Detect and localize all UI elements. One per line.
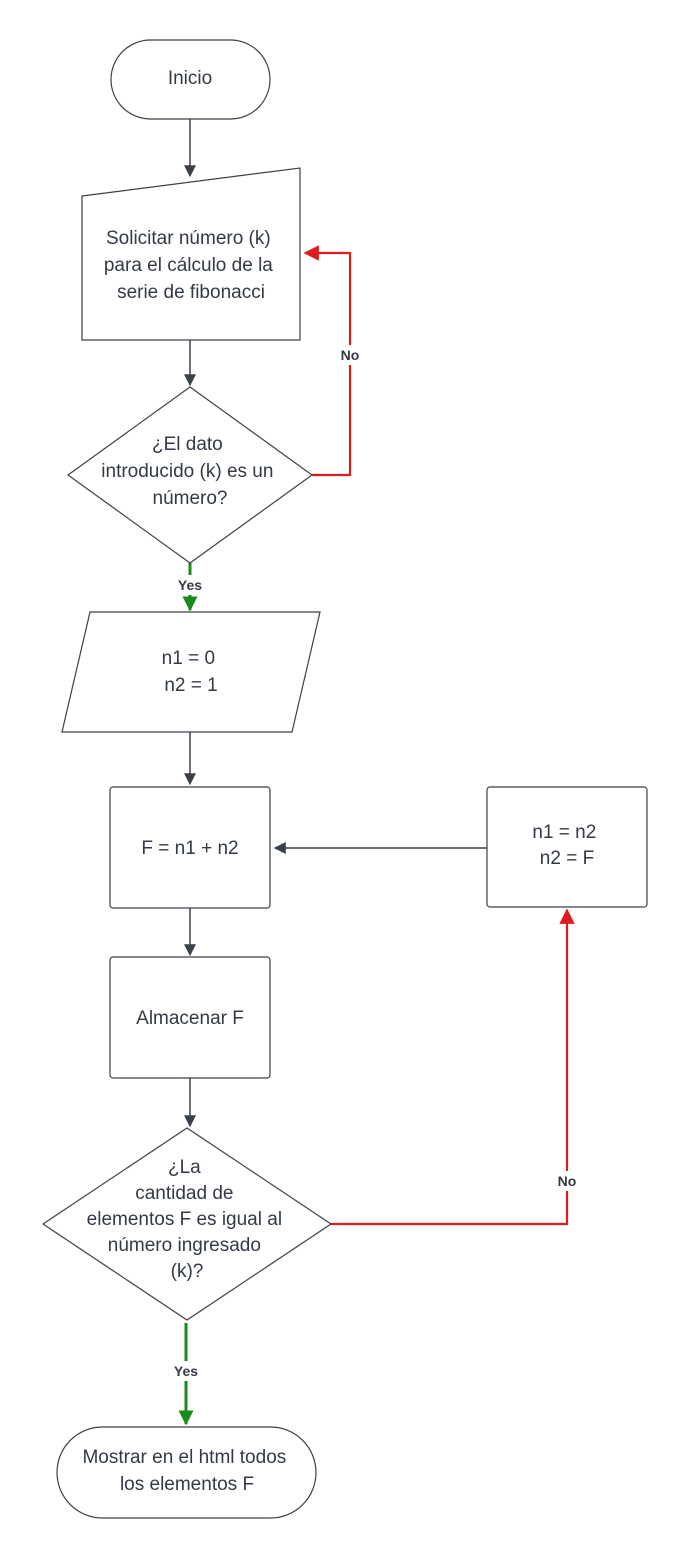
edge-label-yes: Yes: [178, 577, 202, 593]
edge-label-bg: [172, 575, 208, 595]
decision-cantidad: [41, 1127, 333, 1321]
edge-label-no: No: [558, 1173, 577, 1189]
process-actualizar-label: n1 = n2 n2 = F: [532, 822, 601, 869]
solicitar-label: Solicitar número (k) para el cálculo de …: [104, 228, 278, 303]
process-suma: [109, 786, 271, 909]
edge-label-bg: [553, 1171, 581, 1191]
edge-no-to-actualizar: [331, 908, 575, 1226]
manual-input-solicitar: [81, 167, 301, 341]
process-almacenar-label: Almacenar F: [136, 1008, 244, 1029]
start-terminator: [110, 39, 271, 120]
start-label: Inicio: [168, 68, 212, 89]
data-init-vars: [61, 611, 321, 733]
edge-label-bg: [336, 345, 364, 365]
process-suma-label: F = n1 + n2: [141, 838, 238, 859]
decision-es-numero: [66, 386, 314, 564]
edge-label-no: No: [341, 347, 360, 363]
process-almacenar: [109, 956, 271, 1079]
edge-label-yes: Yes: [174, 1363, 198, 1379]
decision-es-numero-label: ¿El dato introducido (k) es un número?: [101, 434, 278, 509]
end-label: Mostrar en el html todos los elementos F: [82, 1447, 291, 1495]
init-vars-label: n1 = 0 n2 = 1: [162, 648, 221, 696]
process-actualizar: [486, 786, 648, 908]
edge-label-bg: [168, 1361, 204, 1381]
decision-cantidad-label: ¿La cantidad de elementos F es igual al …: [87, 1157, 288, 1282]
end-terminator: [56, 1426, 317, 1519]
